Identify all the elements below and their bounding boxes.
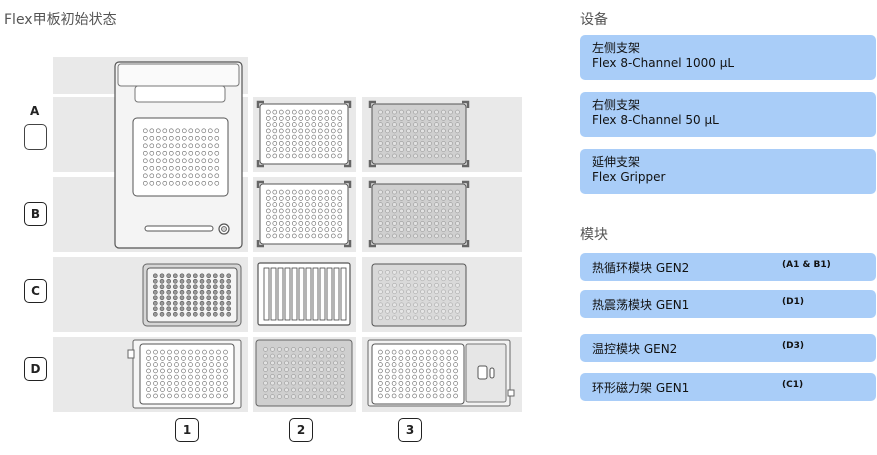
row-badge-b: B (24, 202, 47, 226)
col-badge-2: 2 (289, 418, 313, 442)
well-grid (265, 189, 343, 239)
module-location: (D1) (782, 297, 804, 307)
reservoir-channel (277, 267, 284, 321)
well-grid (143, 128, 220, 186)
slot-corner-clip (462, 240, 470, 248)
slot-corner-clip (344, 240, 352, 248)
module-card-magnetic-block[interactable]: 环形磁力架 GEN1 (C1) (580, 373, 876, 401)
module-name: 热循环模块 GEN2 (592, 261, 690, 275)
well-grid (265, 109, 343, 159)
thermocycler-lid-handle (134, 85, 226, 103)
reservoir-channel (340, 267, 347, 321)
module-name: 环形磁力架 GEN1 (592, 381, 690, 395)
deck-labware-layer (114, 61, 515, 409)
well-grid (378, 349, 458, 399)
well-grid (378, 269, 460, 321)
pipette-name: Flex Gripper (592, 170, 666, 184)
deck-title: Flex甲板初始状态 (4, 12, 117, 28)
temperature-module-indicator-icon (477, 365, 488, 380)
slot-corner-clip (256, 160, 264, 168)
reservoir-channel (326, 267, 333, 321)
pipette-mount-label: 延伸支架 (592, 155, 641, 169)
thermocycler-knob-inner (221, 226, 227, 232)
slot-corner-clip (368, 100, 376, 108)
temperature-module-light-icon (489, 367, 495, 379)
pipette-card-extension[interactable]: 延伸支架 Flex Gripper (580, 149, 876, 194)
module-location: (C1) (782, 380, 804, 390)
col-badge-3: 3 (398, 418, 422, 442)
module-name: 热震荡模块 GEN1 (592, 298, 690, 312)
reservoir-channel (263, 267, 270, 321)
slot-corner-clip (256, 180, 264, 188)
equipment-title: 设备 (580, 12, 608, 28)
pipette-name: Flex 8-Channel 1000 µL (592, 56, 735, 70)
well-grid (263, 347, 345, 399)
pipette-mount-label: 右侧支架 (592, 98, 641, 112)
slot-corner-clip (344, 160, 352, 168)
well-grid (153, 273, 231, 317)
slot-corner-clip (462, 180, 470, 188)
slot-corner-clip (462, 100, 470, 108)
pipette-name: Flex 8-Channel 50 µL (592, 113, 719, 127)
well-grid (378, 189, 460, 239)
reservoir-channel (291, 267, 298, 321)
col-badge-1: 1 (175, 418, 199, 442)
pipette-mount-label: 左侧支架 (592, 41, 641, 55)
thermocycler-slot-line (144, 225, 214, 232)
slot-corner-clip (344, 180, 352, 188)
pipette-card-left[interactable]: 左侧支架 Flex 8-Channel 1000 µL (580, 35, 876, 80)
module-name: 温控模块 GEN2 (592, 342, 678, 356)
reservoir-channel (319, 267, 326, 321)
reservoir-channel (284, 267, 291, 321)
module-card-thermocycler[interactable]: 热循环模块 GEN2 (A1 & B1) (580, 253, 876, 281)
well-grid (378, 109, 460, 159)
slot-corner-clip (256, 240, 264, 248)
row-a-badge-empty (24, 124, 47, 150)
reservoir-channel (270, 267, 277, 321)
row-badge-d: D (24, 357, 47, 381)
pipette-card-right[interactable]: 右侧支架 Flex 8-Channel 50 µL (580, 92, 876, 137)
thermocycler-top-ledge (117, 63, 240, 87)
slot-corner-clip (462, 160, 470, 168)
slot-corner-clip (368, 180, 376, 188)
row-badge-c: C (24, 279, 47, 303)
temperature-module-port (507, 389, 515, 397)
reservoir-channel (298, 267, 305, 321)
module-card-heater-shaker[interactable]: 热震荡模块 GEN1 (D1) (580, 290, 876, 318)
module-location: (D3) (782, 341, 804, 351)
reservoir-channel (312, 267, 319, 321)
row-label-a: A (30, 104, 40, 118)
slot-corner-clip (256, 100, 264, 108)
slot-corner-clip (344, 100, 352, 108)
well-grid (146, 349, 228, 399)
slot-corner-clip (368, 240, 376, 248)
heater-shaker-latch (127, 349, 135, 359)
reservoir-channel (305, 267, 312, 321)
module-card-temperature[interactable]: 温控模块 GEN2 (D3) (580, 334, 876, 362)
module-location: (A1 & B1) (782, 260, 831, 270)
reservoir-channel (333, 267, 340, 321)
modules-title: 模块 (580, 227, 608, 243)
slot-corner-clip (368, 160, 376, 168)
